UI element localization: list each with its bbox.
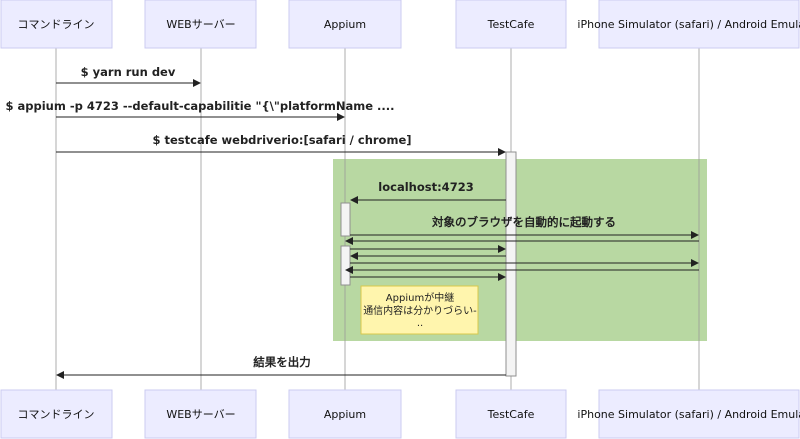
participant-label: WEBサーバー — [166, 408, 235, 421]
participant-appium-bottom: Appium — [288, 389, 402, 439]
participant-label: Appium — [324, 408, 366, 421]
message-label-localhost: localhost:4723 — [378, 180, 473, 194]
note-line-2: 通信内容は分かりづらい- — [363, 304, 477, 317]
participant-label: コマンドライン — [18, 18, 95, 31]
message-label-launch: 対象のブラウザを自動的に起動する — [431, 215, 616, 229]
message-label-testcafe: $ testcafe webdriverio:[safari / chrome] — [153, 133, 412, 147]
participant-label: iPhone Simulator (safari) / Android Emul… — [577, 18, 800, 31]
participant-testcafe-top: TestCafe — [455, 0, 567, 49]
participant-testcafe-bottom: TestCafe — [455, 389, 567, 439]
participant-appium-top: Appium — [288, 0, 402, 49]
participant-label: TestCafe — [487, 408, 535, 421]
message-label-result: 結果を出力 — [253, 355, 311, 369]
note-line-1: Appiumが中継 — [386, 291, 454, 304]
participant-label: TestCafe — [487, 18, 535, 31]
participant-label: WEBサーバー — [166, 18, 235, 31]
participant-cli-top: コマンドライン — [0, 0, 113, 49]
note: Appiumが中継 通信内容は分かりづらい- .. — [360, 285, 479, 335]
participant-label: Appium — [324, 18, 366, 31]
message-label-appium: $ appium -p 4723 --default-capabilitie "… — [6, 99, 395, 113]
participant-cli-bottom: コマンドライン — [0, 389, 113, 439]
participant-device-top: iPhone Simulator (safari) / Android Emul… — [577, 0, 800, 49]
note-line-3: .. — [417, 318, 423, 329]
participant-label: iPhone Simulator (safari) / Android Emul… — [577, 408, 800, 421]
activation-appium-2 — [340, 245, 351, 286]
participant-webserver-top: WEBサーバー — [144, 0, 257, 49]
activation-appium-1 — [340, 202, 351, 237]
activation-testcafe — [505, 151, 517, 377]
message-label-yarn: $ yarn run dev — [81, 65, 176, 79]
participant-device-bottom: iPhone Simulator (safari) / Android Emul… — [577, 389, 800, 439]
participant-webserver-bottom: WEBサーバー — [144, 389, 257, 439]
participant-label: コマンドライン — [18, 408, 95, 421]
